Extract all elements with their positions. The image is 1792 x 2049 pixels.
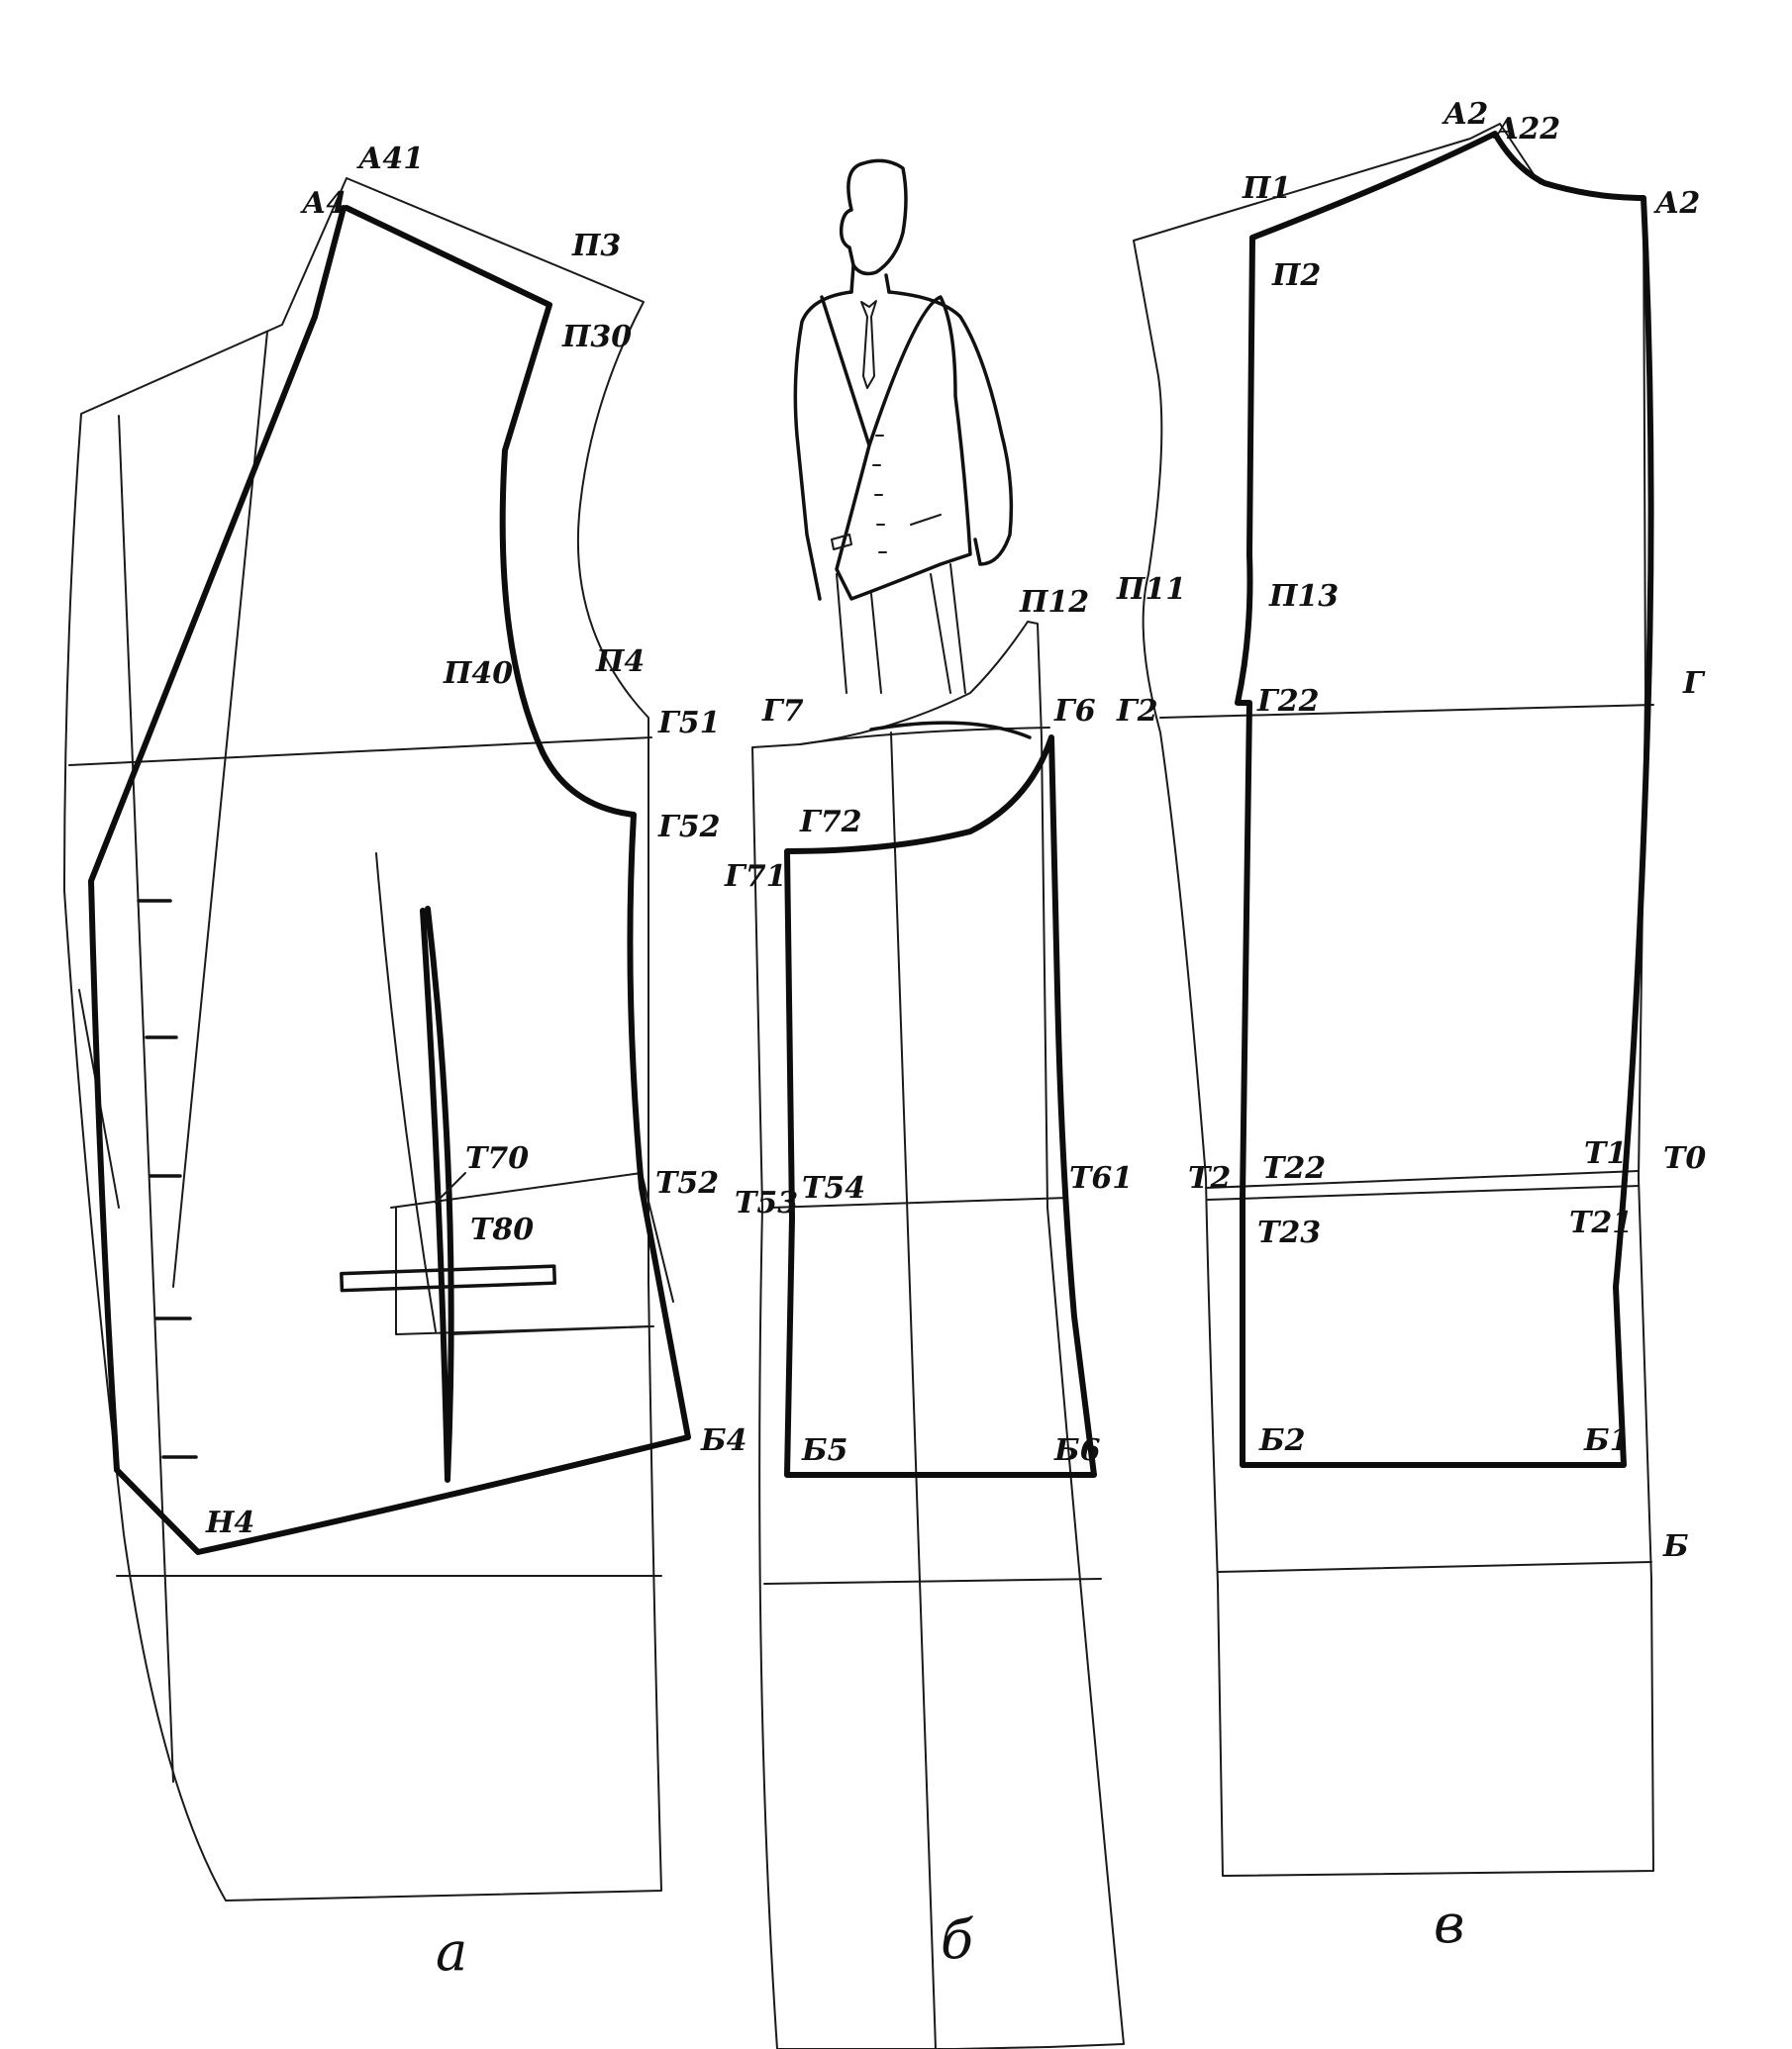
figure-tie bbox=[860, 300, 877, 389]
front-outer-outline bbox=[63, 177, 662, 1902]
label-p2: П2 bbox=[1271, 258, 1321, 293]
label-g2: Г2 bbox=[1116, 694, 1158, 729]
front-waist-box bbox=[390, 1172, 674, 1335]
label-t80: Т80 bbox=[470, 1213, 534, 1247]
label-p30: П30 bbox=[561, 320, 632, 354]
front-dart-guide bbox=[375, 852, 437, 1332]
label-g: Г bbox=[1682, 666, 1706, 701]
label-g7: Г7 bbox=[761, 694, 804, 729]
label-b4: Б4 bbox=[700, 1423, 747, 1458]
side-chest-line bbox=[799, 727, 1050, 745]
back-waist-line-2 bbox=[1207, 1185, 1640, 1201]
label-t2: Т2 bbox=[1188, 1161, 1231, 1196]
label-g51: Г51 bbox=[657, 706, 720, 740]
figure-buttons bbox=[872, 435, 887, 553]
label-b: Б bbox=[1662, 1529, 1689, 1564]
label-p4: П4 bbox=[595, 644, 645, 679]
label-g52: Г52 bbox=[657, 810, 720, 844]
figure-sketch bbox=[793, 158, 1014, 694]
label-a22: А22 bbox=[1493, 112, 1560, 146]
welt-pocket bbox=[340, 1264, 557, 1293]
label-t0: Т0 bbox=[1663, 1141, 1706, 1176]
label-p1: П1 bbox=[1242, 171, 1291, 206]
back-finished-outline bbox=[1235, 131, 1654, 1468]
label-a2x: А2 bbox=[1442, 97, 1488, 132]
side-hem-line bbox=[763, 1578, 1102, 1585]
label-p13: П13 bbox=[1268, 579, 1339, 614]
label-a2: А2 bbox=[1653, 186, 1700, 221]
label-g72: Г72 bbox=[799, 805, 861, 839]
waist-dart-mark bbox=[435, 1172, 466, 1204]
label-g71: Г71 bbox=[724, 859, 786, 894]
caption-c: в bbox=[1434, 1893, 1464, 1955]
caption-a: а bbox=[436, 1920, 467, 1983]
label-t22: Т22 bbox=[1262, 1151, 1326, 1186]
label-p3: П3 bbox=[571, 229, 621, 263]
front-dart bbox=[420, 906, 454, 1483]
label-p11: П11 bbox=[1116, 572, 1186, 607]
label-t53: Т53 bbox=[735, 1186, 798, 1220]
front-finished-outline bbox=[88, 205, 691, 1555]
label-a4x: А4 bbox=[300, 186, 347, 221]
back-chest-line bbox=[1159, 704, 1654, 719]
label-b6: Б6 bbox=[1053, 1433, 1101, 1468]
label-a41: А41 bbox=[356, 142, 424, 176]
side-outer-outline bbox=[751, 621, 1125, 2049]
figure-trousers bbox=[836, 563, 966, 694]
label-h4: Н4 bbox=[205, 1506, 254, 1540]
side-finished-outline bbox=[784, 734, 1097, 1478]
side-waist-line bbox=[769, 1197, 1068, 1209]
back-waist-line-1 bbox=[1205, 1170, 1640, 1189]
panel-front: А41 А4 П3 П30 П40 П4 Г51 Г52 Т70 Т80 Т52… bbox=[63, 142, 747, 1902]
figure-head bbox=[839, 158, 908, 276]
figure-neck bbox=[849, 263, 891, 294]
button-marks bbox=[137, 899, 198, 1459]
label-p12: П12 bbox=[1019, 585, 1089, 620]
side-arm-curve bbox=[869, 721, 1032, 739]
panel-back: А2 А22 П1 П2 А2 П11 П13 Г2 Г22 Г Т2 Т22 … bbox=[1116, 97, 1706, 1877]
label-t54: Т54 bbox=[802, 1171, 865, 1206]
label-t52: Т52 bbox=[655, 1166, 719, 1201]
side-center-guide bbox=[890, 732, 937, 2049]
label-b1: Б1 bbox=[1583, 1423, 1631, 1458]
label-g22: Г22 bbox=[1256, 684, 1319, 719]
back-outer-outline bbox=[1133, 123, 1654, 1877]
figure-pockets bbox=[831, 514, 942, 550]
front-chest-line bbox=[68, 736, 652, 766]
figure-vest bbox=[820, 295, 972, 601]
label-t70: Т70 bbox=[465, 1141, 529, 1176]
label-t1: Т1 bbox=[1584, 1136, 1627, 1171]
label-p40: П40 bbox=[443, 656, 513, 691]
back-hem-line bbox=[1217, 1561, 1652, 1573]
front-neck-construction bbox=[78, 331, 268, 1783]
caption-b: б bbox=[941, 1908, 974, 1971]
panel-side: П12 Г7 Г6 Г72 Г71 Т53 Т54 Т61 Б5 Б6 bbox=[724, 585, 1133, 2049]
label-t23: Т23 bbox=[1257, 1216, 1321, 1250]
label-g6: Г6 bbox=[1053, 694, 1096, 729]
label-b5: Б5 bbox=[801, 1433, 848, 1468]
label-b2: Б2 bbox=[1258, 1423, 1306, 1458]
label-t61: Т61 bbox=[1069, 1161, 1133, 1196]
figure-body bbox=[793, 290, 1014, 601]
label-t21: Т21 bbox=[1569, 1206, 1633, 1240]
